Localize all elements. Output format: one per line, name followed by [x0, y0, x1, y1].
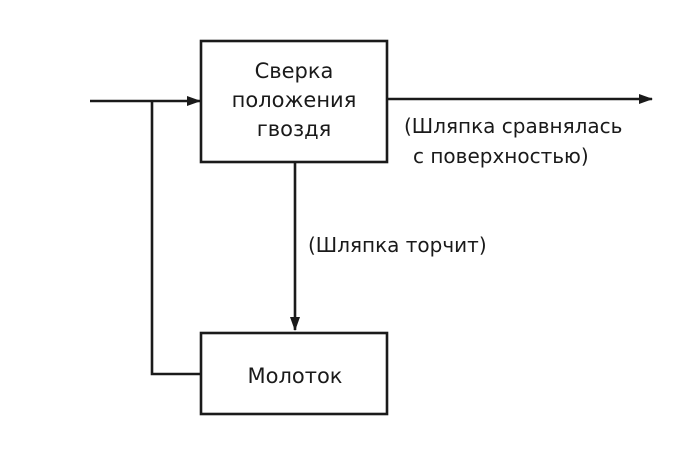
loop-condition-label: (Шляпка торчит) — [308, 233, 487, 257]
check-box-line-2: положения — [232, 88, 357, 112]
hammer-box-label: Молоток — [247, 364, 342, 388]
check-box-line-1: Сверка — [255, 59, 334, 83]
feedback-loop-line — [150, 101, 201, 376]
check-box-line-3: гвоздя — [257, 117, 332, 141]
output-label-line-1: (Шляпка сравнялась — [404, 114, 622, 138]
output-label-line-2: с поверхностью) — [413, 144, 589, 168]
